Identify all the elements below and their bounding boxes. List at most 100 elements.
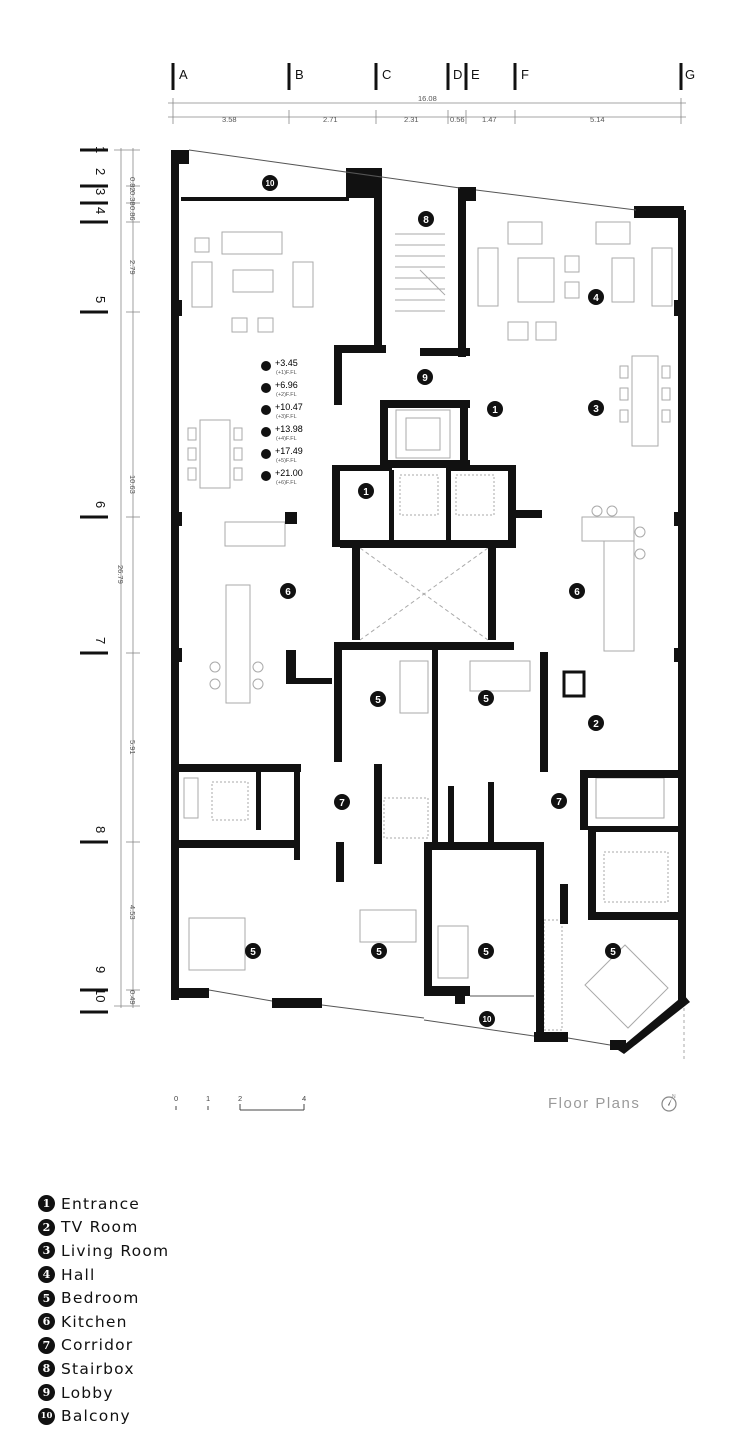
column-span-dimension: 1.47 [482,115,497,124]
room-marker-bedroom: 5 [478,943,494,959]
room-marker-label: 6 [285,587,291,598]
level-value: +10.47 [275,402,303,412]
level-value: +17.49 [275,446,303,456]
grid-row-label: 7 [93,637,108,644]
room-marker-bedroom: 5 [478,690,494,706]
north-label: N [672,1094,676,1100]
room-marker-label: 5 [376,947,382,958]
furniture [183,216,685,1060]
grid-row-label: 3 [93,188,108,195]
row-span-dimension: 2.79 [128,260,137,275]
legend-label: Entrance [61,1194,141,1213]
grid-column-label: F [521,67,529,82]
grid-row-label: 6 [93,501,108,508]
scale-tick-label: 2 [238,1094,242,1103]
north-arrow-icon: N [661,1094,677,1112]
room-marker-label: 5 [483,947,489,958]
grid-column-label: G [685,67,695,82]
legend-label: Bedroom [61,1289,140,1308]
room-marker-bedroom: 5 [245,943,261,959]
column-grid [171,63,683,90]
level-value: +3.45 [275,358,298,368]
row-span-dimension: 0.82 [128,177,137,192]
level-floor: (+2)F.FL [276,392,297,398]
room-marker-label: 5 [375,695,381,706]
scale-bar: 0 1 2 4 [174,1094,306,1111]
room-legend: 1 Entrance 2 TV Room 3 Living Room 4 Hal… [38,1192,338,1428]
room-marker-label: 8 [423,215,429,226]
level-markers: +3.45 (+1)F.FL +6.96 (+2)F.FL +10.47 (+3… [261,358,303,486]
room-marker-label: 5 [483,694,489,705]
grid-column-label: B [295,67,304,82]
legend-item: 5 Bedroom [38,1286,338,1310]
scale-tick-label: 1 [206,1094,210,1103]
legend-item: 4 Hall [38,1263,338,1287]
legend-label: TV Room [61,1218,139,1237]
grid-row-label: 1 [93,146,108,153]
room-marker-kitchen: 6 [569,583,585,599]
level-value: +13.98 [275,424,303,434]
room-marker-balcony: 10 [479,1011,495,1027]
room-marker-label: 7 [556,797,562,808]
legend-label: Balcony [61,1407,131,1426]
room-marker-label: 4 [593,293,599,304]
room-marker-label: 1 [492,405,498,416]
level-floor: (+1)F.FL [276,370,297,376]
room-marker-living-room: 3 [588,400,604,416]
room-marker-label: 5 [250,947,256,958]
room-marker-hall: 4 [588,289,604,305]
legend-number: 5 [38,1289,55,1307]
room-marker-label: 6 [574,587,580,598]
legend-item: 7 Corridor [38,1334,338,1358]
column-span-dimension: 0.56 [450,115,465,124]
level-floor: (+4)F.FL [276,436,297,442]
grid-row-label: 8 [93,826,108,833]
level-value: +6.96 [275,380,298,390]
room-marker-corridor: 7 [334,794,350,810]
grid-column-label: D [453,67,462,82]
row-total-dimension: 26.79 [116,565,125,584]
level-value: +21.00 [275,468,303,478]
legend-item: 3 Living Room [38,1239,338,1263]
scale-tick-label: 4 [302,1094,306,1103]
legend-number: 8 [38,1360,55,1378]
grid-column-label: E [471,67,480,82]
row-span-dimension: 10.63 [128,475,137,494]
legend-item: 10 Balcony [38,1404,338,1428]
room-marker-label: 9 [422,373,428,384]
legend-label: Kitchen [61,1312,128,1331]
room-marker-kitchen: 6 [280,583,296,599]
legend-label: Corridor [61,1336,134,1355]
room-markers: 10 8 4 9 1 3 1 6 6 5 5 2 7 7 5 5 5 5 10 [245,175,621,1027]
legend-item: 6 Kitchen [38,1310,338,1334]
room-marker-bedroom: 5 [370,691,386,707]
legend-label: Stairbox [61,1359,135,1378]
legend-item: 9 Lobby [38,1381,338,1405]
room-marker-balcony: 10 [262,175,278,191]
room-marker-stairbox: 8 [418,211,434,227]
room-marker-entrance: 1 [487,401,503,417]
row-span-dimension: 5.91 [128,740,137,755]
room-marker-label: 10 [483,1015,492,1024]
row-grid [80,148,108,1014]
legend-number: 10 [38,1407,55,1425]
column-span-dimension: 5.14 [590,115,605,124]
legend-label: Living Room [61,1241,170,1260]
grid-column-label: C [382,67,391,82]
column-span-dimension: 3.58 [222,115,237,124]
legend-number: 6 [38,1313,55,1331]
room-marker-bedroom: 5 [371,943,387,959]
legend-label: Hall [61,1265,96,1284]
row-dimension-lines [114,148,140,1008]
scale-tick-label: 0 [174,1094,178,1103]
grid-row-label: 5 [93,296,108,303]
room-marker-label: 7 [339,798,345,809]
grid-row-label: 4 [93,207,108,214]
room-marker-label: 5 [610,947,616,958]
level-floor: (+3)F.FL [276,414,297,420]
grid-row-label: 10 [93,988,108,1002]
legend-number: 1 [38,1195,55,1213]
plan-caption: Floor Plans [548,1095,641,1112]
room-marker-tv-room: 2 [588,715,604,731]
